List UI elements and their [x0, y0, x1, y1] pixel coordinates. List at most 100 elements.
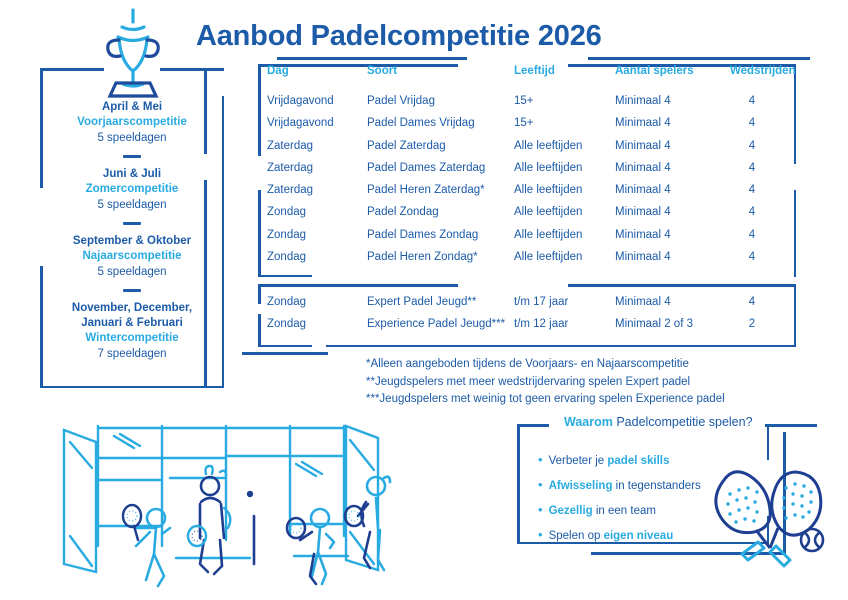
season-speeldagen: 7 speeldagen [97, 348, 167, 360]
why-border-right [766, 424, 769, 460]
why-border-left [517, 424, 520, 544]
panel-border-right-inner [204, 180, 207, 388]
table-row: Zondag Experience Padel Jeugd*** t/m 12 ja… [250, 315, 810, 337]
season-speeldagen: 5 speeldagen [97, 132, 167, 144]
table-border-top-outer [277, 57, 467, 60]
why-bullet-accent: eigen niveau [603, 530, 674, 542]
cell-leeftijd: t/m 17 jaar [514, 296, 569, 308]
why-bullet-post: in een team [592, 505, 656, 517]
cell-soort: Padel Zaterdag [367, 139, 446, 152]
cell-wedstrijden: 4 [748, 184, 756, 197]
cell-leeftijd: Alle leeftijden [514, 228, 583, 241]
cell-wedstrijden: 4 [748, 139, 756, 152]
cell-wedstrijden: 4 [748, 117, 756, 130]
panel-border-left-lower [40, 266, 43, 388]
cell-wedstrijden: 4 [748, 228, 756, 241]
cell-leeftijd: Alle leeftijden [514, 161, 583, 174]
cell-dag: Vrijdagavond [267, 117, 334, 130]
cell-dag: Vrijdagavond [267, 95, 334, 107]
why-bullet-item: •Spelen op eigen niveau [538, 523, 701, 548]
why-title: Waarom Padelcompetitie spelen? [559, 415, 758, 429]
column-header-leeftijd: Leeftijd [514, 65, 555, 77]
why-bullet-item: •Gezellig in een team [538, 498, 701, 523]
season-months: April & Mei [101, 101, 163, 113]
table-border-top-outer-right [588, 57, 810, 60]
competition-table-panel: Dag Soort Leeftijd Aantal spelers Wedstr… [250, 57, 810, 277]
table-border-right-lower [793, 190, 796, 277]
cell-soort: Experience Padel Jeugd*** [367, 318, 506, 331]
cell-soort: Padel Heren Zondag* [367, 251, 478, 264]
why-bullet-pre: Spelen op [548, 530, 604, 542]
season-months: Juni & Juli [102, 168, 162, 180]
why-border-bottom-outer [591, 552, 785, 555]
cell-soort: Expert Padel Jeugd** [367, 296, 477, 308]
cell-leeftijd: 15+ [514, 95, 534, 107]
cell-wedstrijden: 4 [748, 161, 756, 174]
cell-leeftijd: t/m 12 jaar [514, 318, 569, 331]
season-speeldagen: 5 speeldagen [97, 199, 167, 211]
why-play-box: Waarom Padelcompetitie spelen? • Verbeter… [517, 415, 817, 556]
table-border-bottom [258, 274, 312, 277]
why-bullet-pre: Verbeter je [548, 455, 608, 467]
why-bullet-item: •Afwisseling in tegenstanders [538, 473, 701, 498]
season-name: Zomercompetitie [85, 183, 179, 195]
season-name: Wintercompetitie [85, 332, 179, 344]
bullet-dot-icon: • [538, 477, 543, 492]
cell-soort: Padel Dames Zaterdag [367, 161, 486, 174]
table-border-left-lower [258, 190, 261, 277]
cell-aantal-spelers: Minimaal 4 [615, 117, 671, 130]
page-title: Aanbod Padelcompetitie 2026 [196, 20, 602, 52]
cell-leeftijd: Alle leeftijden [514, 251, 583, 264]
cell-wedstrijden: 4 [748, 251, 756, 264]
cell-aantal-spelers: Minimaal 4 [615, 184, 671, 197]
competition-table: Dag Soort Leeftijd Aantal spelers Wedstr… [250, 62, 810, 263]
youth-table-border-left-lower [258, 314, 261, 347]
why-border-bottom [517, 541, 769, 544]
cell-aantal-spelers: Minimaal 4 [615, 161, 671, 174]
why-border-right-lower [766, 516, 769, 544]
cell-leeftijd: 15+ [514, 117, 534, 130]
why-title-rest: Padelcompetitie spelen? [612, 415, 753, 429]
season-name: Najaarscompetitie [82, 250, 182, 262]
bullet-dot-icon: • [538, 502, 543, 517]
cell-aantal-spelers: Minimaal 4 [615, 206, 671, 219]
panel-border-right-upper [204, 68, 207, 154]
season-separator [123, 222, 141, 225]
youth-table-border-right [793, 284, 796, 347]
why-bullet-item: •Verbeter je padel skills [538, 448, 701, 473]
cell-dag: Zaterdag [267, 184, 314, 197]
cell-dag: Zondag [267, 251, 307, 264]
footnotes-list: *Alleen aangeboden tijdens de Voorjaars-… [366, 356, 786, 409]
cell-leeftijd: Alle leeftijden [514, 184, 583, 197]
table-row: Vrijdagavond Padel Dames Vrijdag 15+ Minima… [250, 114, 810, 136]
youth-table-border-bottom-right [326, 344, 796, 347]
padel-court-illustration [62, 424, 392, 588]
panel-border-left-upper [40, 68, 43, 188]
panel-border-top-left [40, 68, 104, 71]
youth-table-border-top-right [568, 284, 796, 287]
cell-dag: Zondag [267, 228, 307, 241]
youth-table-border-bottom [258, 344, 312, 347]
table-border-left [258, 64, 261, 156]
why-border-top-left [517, 424, 549, 427]
cell-dag: Zondag [267, 206, 307, 219]
bullet-dot-icon: • [538, 452, 543, 467]
cell-soort: Padel Vrijdag [367, 95, 435, 107]
cell-soort: Padel Zondag [367, 206, 439, 219]
cell-soort: Padel Dames Vrijdag [367, 117, 475, 130]
cell-wedstrijden: 4 [748, 296, 756, 308]
column-header-wedstrijden: Wedstrijden [730, 65, 796, 77]
cell-dag: Zondag [267, 318, 307, 331]
why-border-right-outer [783, 432, 786, 554]
footnote: ***Jeugdspelers met weinig tot geen erva… [366, 393, 725, 405]
cell-aantal-spelers: Minimaal 4 [615, 251, 671, 264]
